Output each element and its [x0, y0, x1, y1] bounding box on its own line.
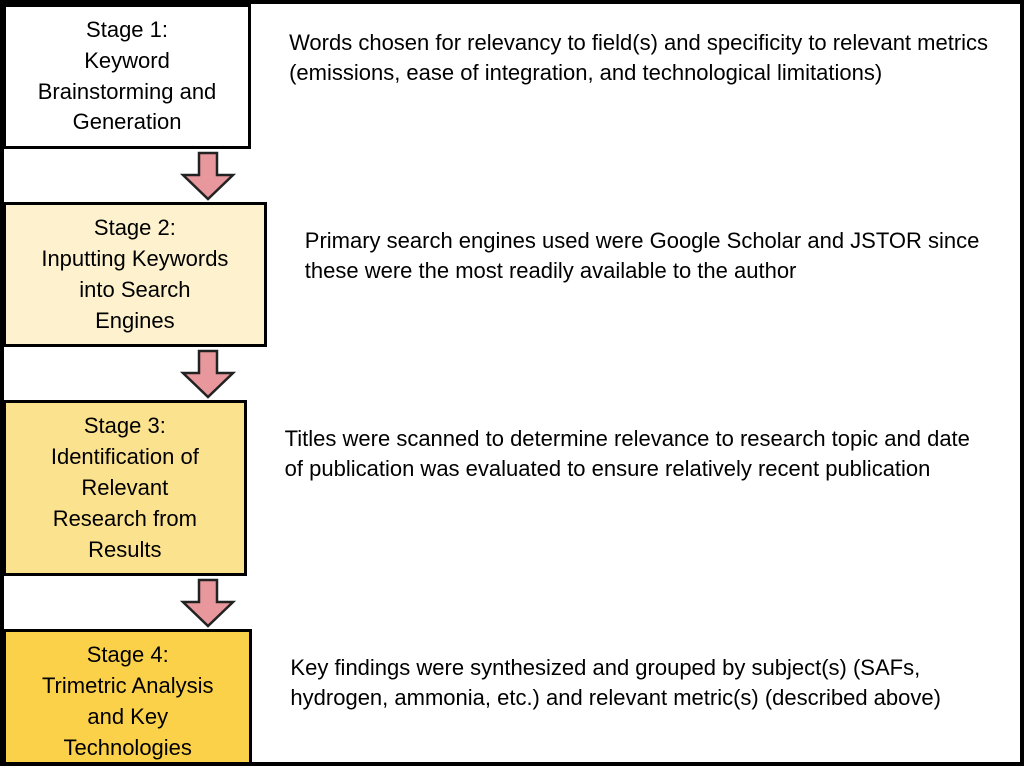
spacer	[412, 347, 1020, 400]
stage-row-3: Stage 3: Identification of Relevant Rese…	[4, 400, 1020, 577]
stage-box-2: Stage 2: Inputting Keywords into Search …	[4, 202, 267, 348]
stage-box-3: Stage 3: Identification of Relevant Rese…	[4, 400, 247, 577]
stage-description-2: Primary search engines used were Google …	[304, 228, 980, 284]
stage-box-4: Stage 4: Trimetric Analysis and Key Tech…	[4, 629, 253, 762]
down-arrow-shape	[179, 151, 237, 201]
spacer	[412, 576, 1020, 629]
down-arrow-shape	[179, 349, 237, 399]
arrow-row-1	[4, 149, 1020, 202]
down-arrow-icon	[4, 149, 412, 202]
stage-title-4: Stage 4: Trimetric Analysis and Key Tech…	[41, 642, 214, 760]
down-arrow-icon	[4, 576, 412, 629]
stage-title-3: Stage 3: Identification of Relevant Rese…	[50, 413, 199, 562]
down-arrow-icon	[4, 347, 412, 400]
stage-description-1: Words chosen for relevancy to field(s) a…	[289, 30, 989, 85]
stage-description-4: Key findings were synthesized and groupe…	[290, 655, 941, 711]
stage-title-1: Stage 1: Keyword Brainstorming and Gener…	[37, 17, 217, 135]
stage-title-2: Stage 2: Inputting Keywords into Search …	[41, 215, 229, 333]
stage-row-2: Stage 2: Inputting Keywords into Search …	[4, 202, 1020, 348]
spacer	[412, 149, 1020, 202]
arrow-row-3	[4, 576, 1020, 629]
stage-row-1: Stage 1: Keyword Brainstorming and Gener…	[4, 4, 1020, 150]
stage-row-4: Stage 4: Trimetric Analysis and Key Tech…	[4, 629, 1020, 762]
stage-box-1: Stage 1: Keyword Brainstorming and Gener…	[4, 4, 252, 150]
down-arrow-shape	[179, 578, 237, 628]
arrow-row-2	[4, 347, 1020, 400]
stage-description-3: Titles were scanned to determine relevan…	[284, 426, 970, 482]
